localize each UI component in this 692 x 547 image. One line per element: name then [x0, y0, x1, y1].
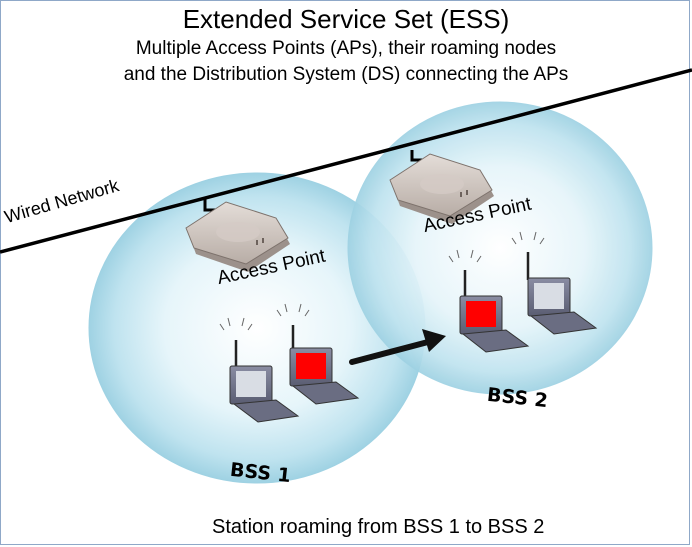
- access-point-2-icon: [389, 153, 494, 224]
- access-point-1-icon: [185, 201, 290, 272]
- diagram-title: Extended Service Set (ESS): [182, 4, 510, 34]
- laptop-roaming-bss1-icon: [276, 303, 360, 405]
- diagram-subtitle-line-2: and the Distribution System (DS) connect…: [123, 64, 569, 85]
- laptop-idle-bss2-icon: [511, 231, 598, 335]
- laptop-roaming-bss2-icon: [448, 249, 530, 353]
- diagram-caption: Station roaming from BSS 1 to BSS 2: [212, 516, 545, 538]
- laptop-idle-bss1-icon: [219, 317, 300, 423]
- roaming-arrow-icon: [349, 329, 446, 365]
- wired-network-line: [0, 68, 692, 254]
- diagram-subtitle-line-1: Multiple Access Points (APs), their roam…: [135, 38, 557, 59]
